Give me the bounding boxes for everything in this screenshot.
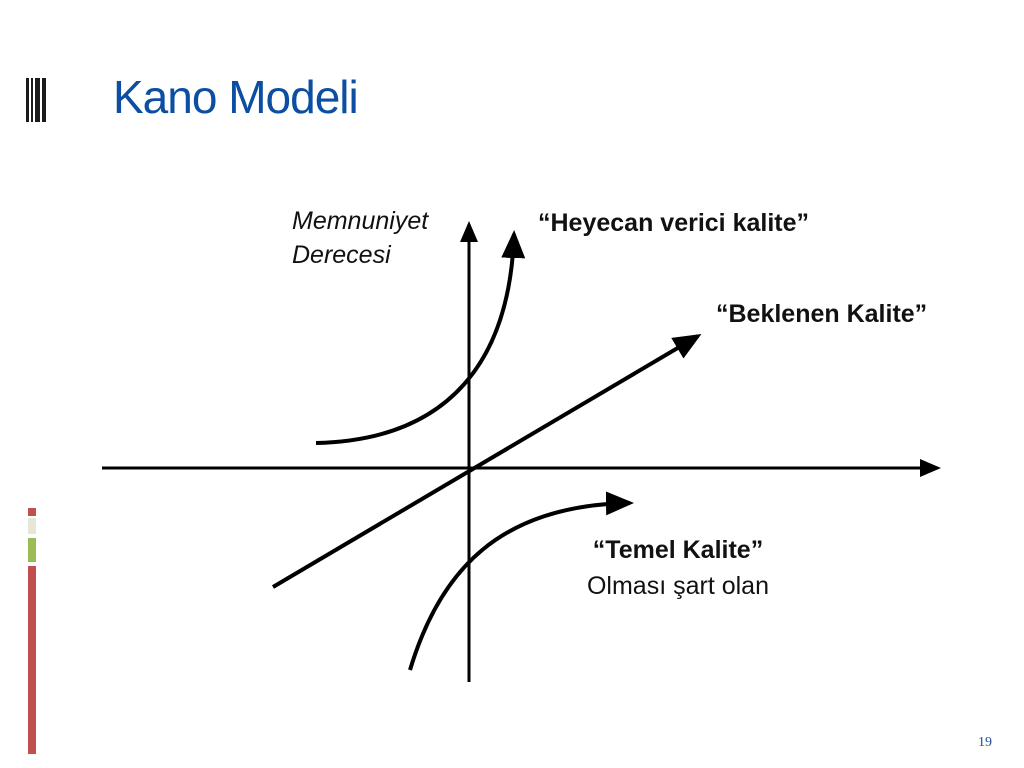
y-axis-label-line-2: Derecesi — [292, 241, 391, 269]
basic-curve — [408, 491, 634, 671]
y-axis-label: Memnuniyet Derecesi — [292, 204, 428, 272]
performance-line — [271, 333, 702, 589]
accent-green — [28, 538, 36, 562]
excitement-label: “Heyecan verici kalite” — [538, 209, 809, 237]
accent-beige — [28, 518, 36, 534]
slide-title: Kano Modeli — [113, 71, 359, 123]
excitement-curve — [315, 230, 526, 445]
y-axis-label-line-1: Memnuniyet — [292, 207, 429, 235]
performance-label: “Beklenen Kalite” — [716, 300, 928, 328]
accent-red-small — [28, 508, 36, 516]
title-decoration — [26, 78, 46, 122]
accent-red-tall — [28, 566, 36, 754]
page-number: 19 — [978, 735, 992, 750]
basic-label: “Temel Kalite” Olması şart olan — [540, 532, 816, 604]
basic-label-sub: Olması şart olan — [586, 572, 769, 600]
basic-label-title: “Temel Kalite” — [592, 536, 764, 564]
